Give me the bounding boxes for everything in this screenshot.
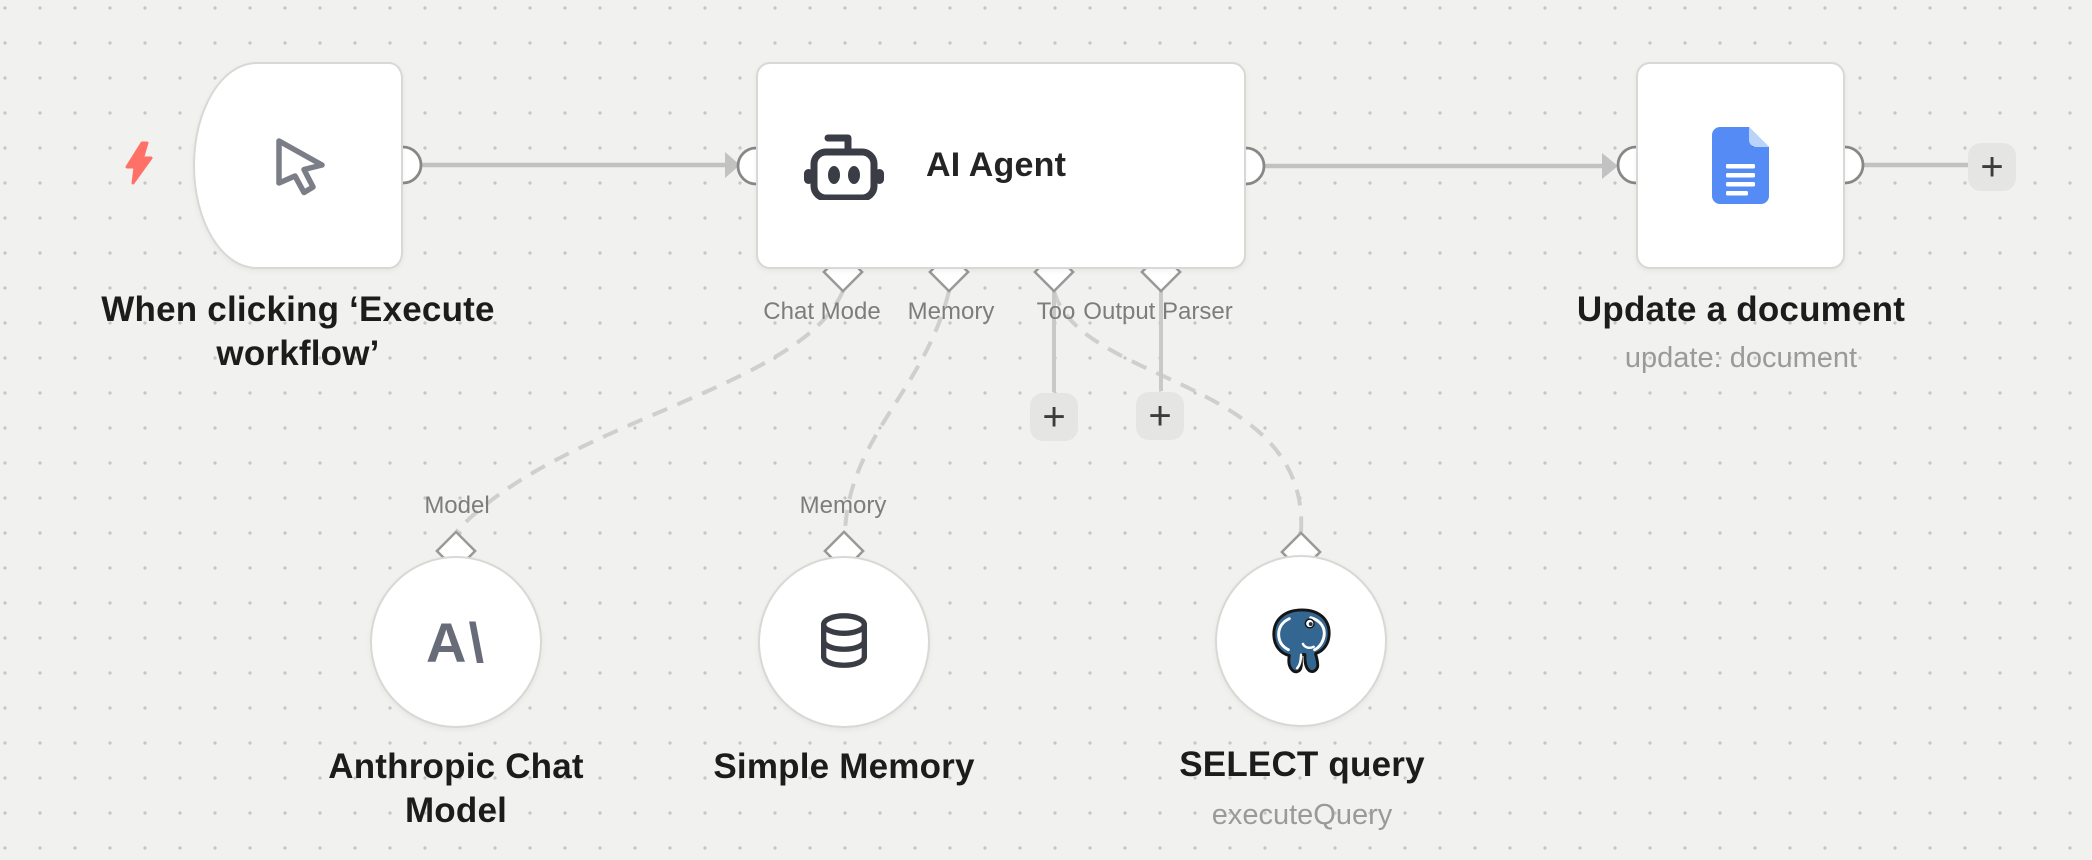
add-output-parser-button[interactable]: + [1136,392,1184,440]
trigger-node-title: When clicking ‘Execute workflow’ [101,290,495,373]
plus-icon: + [1042,395,1066,439]
agent-connector-label-tool: Too [1036,298,1076,325]
node-simple-memory[interactable] [758,556,930,728]
select-query-node-title: SELECT query [1179,745,1425,784]
node-update-document[interactable] [1636,62,1845,269]
agent-connector-label-output-parser: Output Parser [1083,298,1233,325]
anthropic-logo-icon: A\ [426,610,486,674]
agent-connector-label-chat-model: Chat Mode [763,298,881,325]
select-query-node-subtitle: executeQuery [1211,799,1393,831]
node-manual-trigger[interactable] [193,62,403,269]
database-icon [820,613,868,668]
cursor-icon [276,137,325,195]
edge-agent-chat-model[interactable] [455,290,845,533]
edge-agent-arrowhead [1602,153,1618,179]
node-ai-agent[interactable]: AI Agent [756,62,1246,269]
edge-agent-memory[interactable] [843,290,951,532]
anthropic-node-title: Anthropic Chat Model [328,747,584,830]
node-select-query[interactable] [1215,555,1387,727]
robot-icon [804,134,884,200]
agent-connector-label-memory: Memory [907,298,995,325]
postgresql-icon [1272,608,1331,674]
update-document-subtitle: update: document [1624,342,1858,374]
add-next-node-button[interactable]: + [1968,143,2016,191]
simple-memory-node-title: Simple Memory [713,747,975,786]
agent-node-name: AI Agent [926,146,1067,184]
google-docs-icon [1712,127,1769,204]
simple-memory-port-label: Memory [799,492,887,519]
plus-icon: + [1148,394,1172,438]
node-anthropic-chat-model[interactable]: A\ [370,556,542,728]
plus-icon: + [1980,145,2004,189]
anthropic-port-label: Model [424,492,490,519]
update-document-title: Update a document [1576,290,1906,329]
add-tool-button[interactable]: + [1030,393,1078,441]
edge-trigger-arrowhead [725,152,740,178]
execute-indicator-icon [125,141,153,185]
edge-agent-tool[interactable] [1052,290,1304,533]
